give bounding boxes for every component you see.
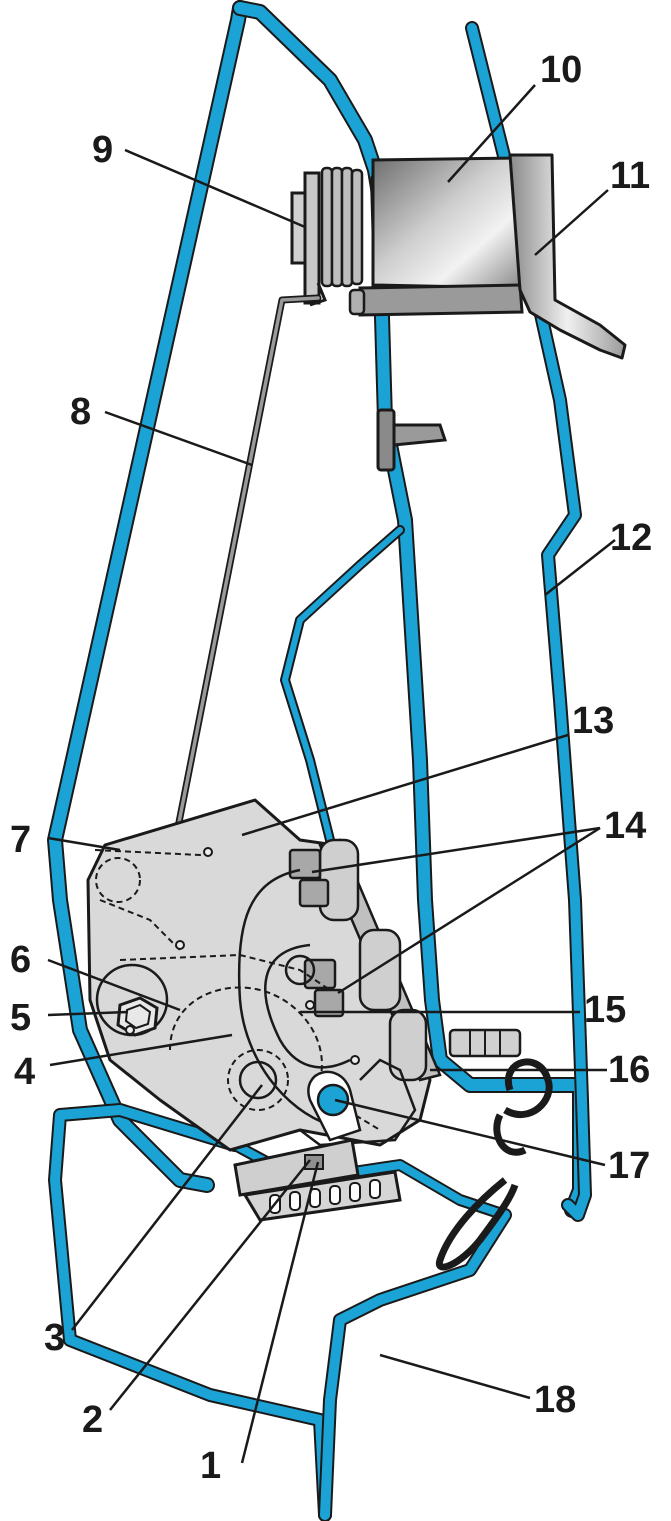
outer-door-handle (508, 153, 627, 360)
callout-15: 15 (584, 989, 626, 1031)
callout-13: 13 (572, 700, 614, 742)
callout-2: 2 (82, 1399, 103, 1441)
lock-body (86, 798, 442, 1152)
callout-labels: 1 2 3 4 5 6 7 8 9 10 11 12 13 14 15 16 1… (10, 49, 652, 1487)
callout-4: 4 (14, 1051, 35, 1093)
callout-18: 18 (534, 1379, 576, 1421)
callout-10: 10 (540, 49, 582, 91)
callout-1: 1 (200, 1445, 221, 1487)
callout-7: 7 (10, 819, 31, 861)
callout-12: 12 (610, 517, 652, 559)
callout-9: 9 (92, 129, 113, 171)
callout-11: 11 (610, 155, 650, 197)
callout-5: 5 (10, 997, 31, 1039)
callout-3: 3 (44, 1317, 65, 1359)
callout-14: 14 (604, 805, 646, 847)
callout-17: 17 (608, 1145, 650, 1187)
leader-lines (47, 84, 616, 1464)
door-buffer (448, 1028, 522, 1058)
callout-6: 6 (10, 939, 31, 981)
callout-16: 16 (608, 1049, 650, 1091)
lock-rod (136, 294, 322, 1024)
panel-clip (376, 408, 448, 472)
door-trim-panel (465, 21, 592, 1222)
callout-8: 8 (70, 391, 91, 433)
lock-cylinder (290, 156, 524, 317)
outer-door-panel (47, 0, 388, 1193)
